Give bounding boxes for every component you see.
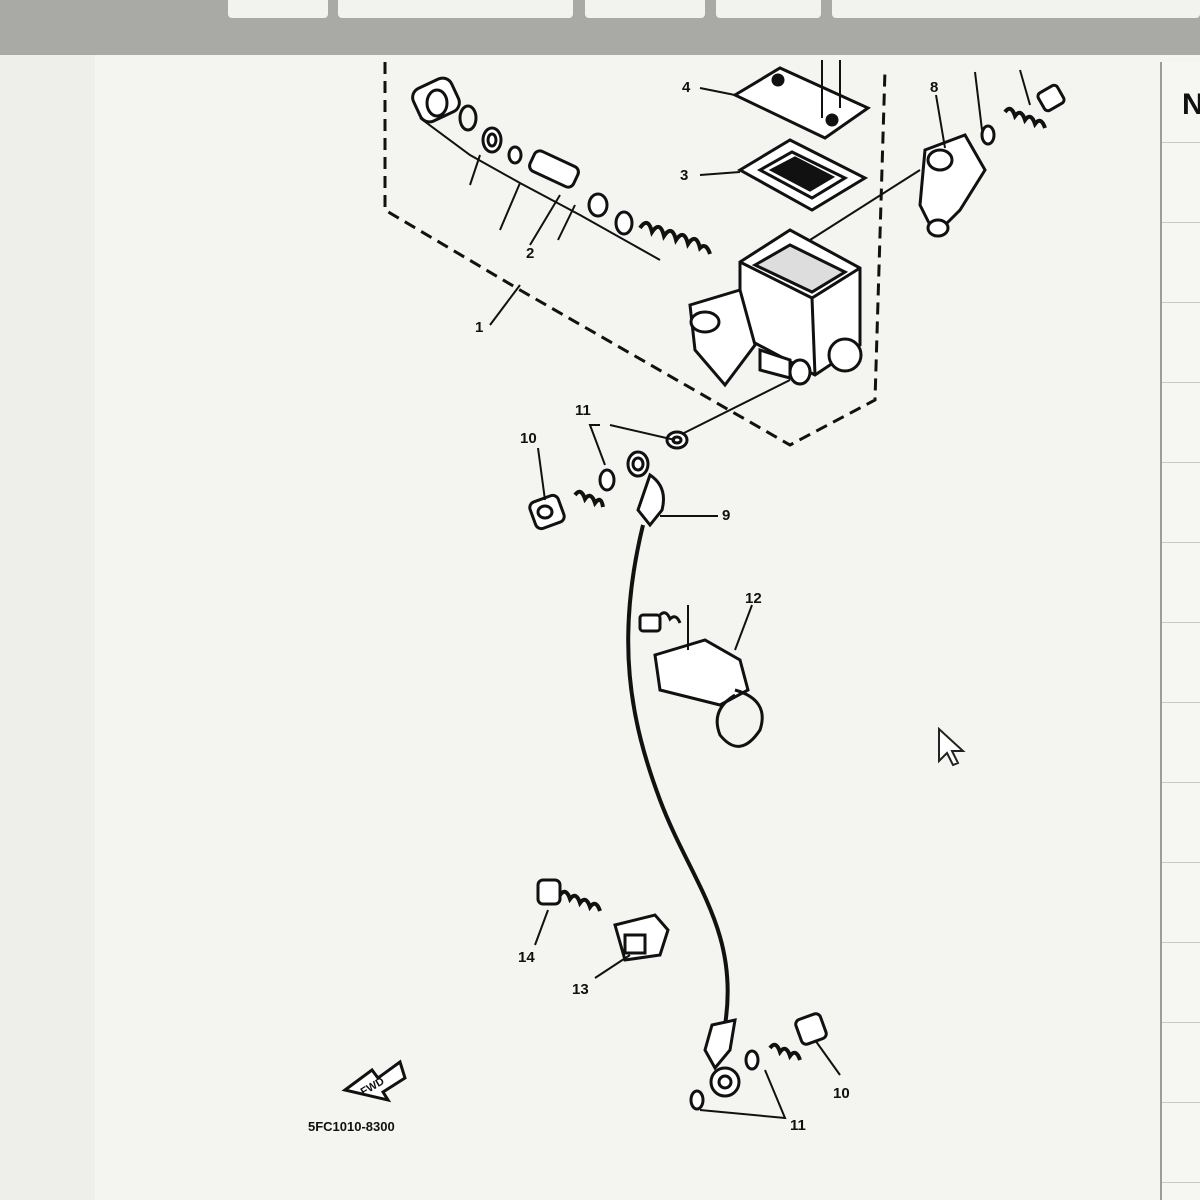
piston [528,149,580,189]
circlip [458,104,478,132]
toolbar-tab[interactable] [585,0,705,18]
column-header-letter: N [1182,88,1200,121]
assembly-boundary [383,62,887,447]
diaphragm [699,138,869,212]
fwd-arrow [341,1059,407,1103]
label-11-top: 11 [575,402,591,419]
label-13: 13 [572,981,589,998]
toolbar-tab[interactable] [228,0,328,18]
label-1: 1 [475,319,483,336]
master-cylinder-body [688,169,921,388]
hose-clamp [534,878,670,979]
toolbar-tab[interactable] [338,0,573,18]
toolbar-tab[interactable] [716,0,821,18]
label-8: 8 [930,79,938,96]
label-2: 2 [526,245,534,262]
label-10-bottom: 10 [833,1085,850,1102]
label-12: 12 [745,590,762,607]
label-3: 3 [680,167,688,184]
right-spreadsheet-column: N [1160,62,1200,1200]
lower-banjo-connection [689,1012,841,1120]
label-14: 14 [518,949,535,966]
label-11-bottom: 11 [790,1117,806,1134]
seal [614,210,634,236]
label-10-top: 10 [520,430,537,447]
spring [638,220,712,255]
piston-kit [411,76,712,261]
browser-toolbar [0,0,1200,55]
toolbar-tab[interactable] [832,0,1200,18]
label-9: 9 [722,507,730,524]
catalog-code: 5FC1010-8300 [308,1119,395,1134]
reservoir-cap [699,60,872,140]
washer [481,126,503,154]
brake-hose [626,524,730,1026]
upper-banjo-connection [528,379,791,531]
clamp-holder [918,69,1066,238]
label-4: 4 [682,79,691,96]
hose-guide [638,604,764,748]
mouse-cursor-icon [938,727,966,767]
